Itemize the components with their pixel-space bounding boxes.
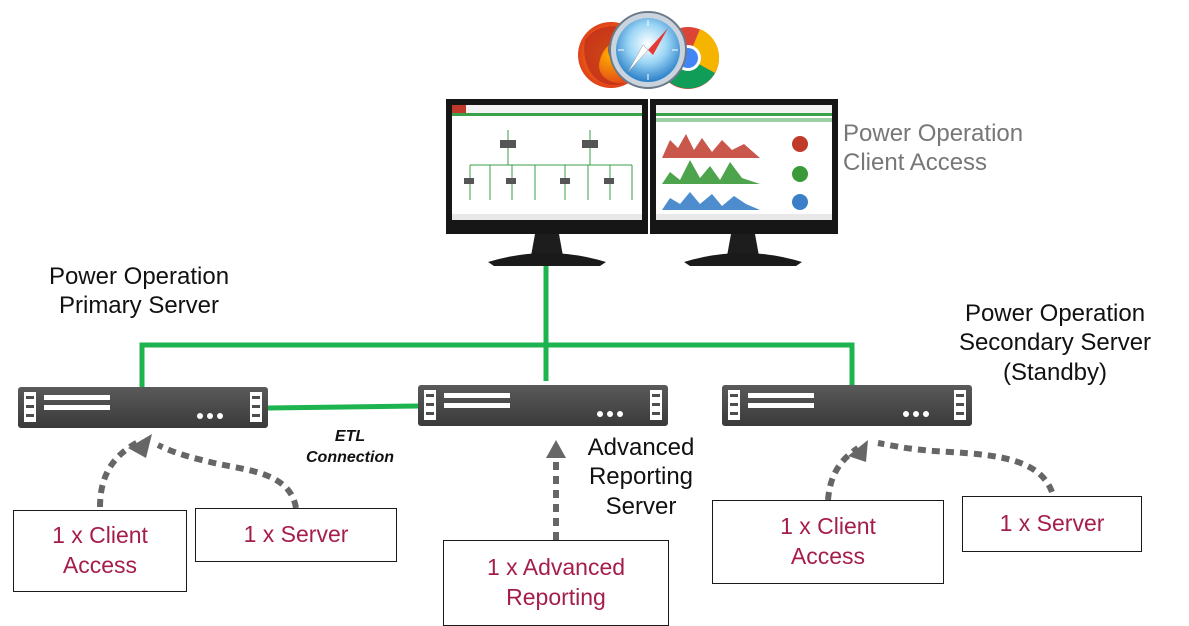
arrow-secondary-client: [825, 445, 860, 501]
etl-connection-label: ETL Connection: [306, 428, 394, 466]
advanced-reporting-box: 1 x Advanced Reporting: [443, 540, 669, 626]
primary-client-access-text: 1 x Client Access: [52, 522, 148, 578]
client-access-label: Power Operation Client Access: [843, 120, 1024, 177]
etl-connection-line: [267, 403, 419, 411]
network-lines: [139, 264, 855, 411]
advanced-reporting-server-label: Advanced Reporting Server: [587, 434, 695, 520]
browser-icons: [578, 11, 720, 89]
safari-icon: [609, 11, 687, 89]
monitor-right: [650, 99, 838, 266]
arrow-secondary-server: [877, 440, 1055, 494]
primary-server-label: Power Operation Primary Server: [48, 263, 230, 320]
secondary-server-text: 1 x Server: [999, 510, 1105, 537]
primary-server-text: 1 x Server: [243, 521, 349, 548]
secondary-client-access-text: 1 x Client Access: [780, 513, 876, 569]
dashed-arrows: [97, 437, 1055, 540]
server-primary: [18, 387, 268, 428]
advanced-reporting-text: 1 x Advanced Reporting: [486, 554, 626, 610]
secondary-client-access-box: 1 x Client Access: [712, 500, 944, 584]
primary-client-access-box: 1 x Client Access: [13, 510, 187, 592]
secondary-server-box: 1 x Server: [962, 496, 1142, 552]
server-secondary: [722, 385, 972, 426]
server-advanced-reporting: [418, 385, 668, 426]
arrowheads: [128, 434, 868, 462]
secondary-server-label: Power Operation Secondary Server (Standb…: [958, 300, 1152, 386]
monitor-left: [446, 99, 648, 266]
network-bus-line: [139, 342, 855, 394]
primary-server-box: 1 x Server: [195, 508, 397, 562]
arrow-primary-client: [97, 437, 144, 508]
arrow-primary-server: [156, 442, 299, 509]
